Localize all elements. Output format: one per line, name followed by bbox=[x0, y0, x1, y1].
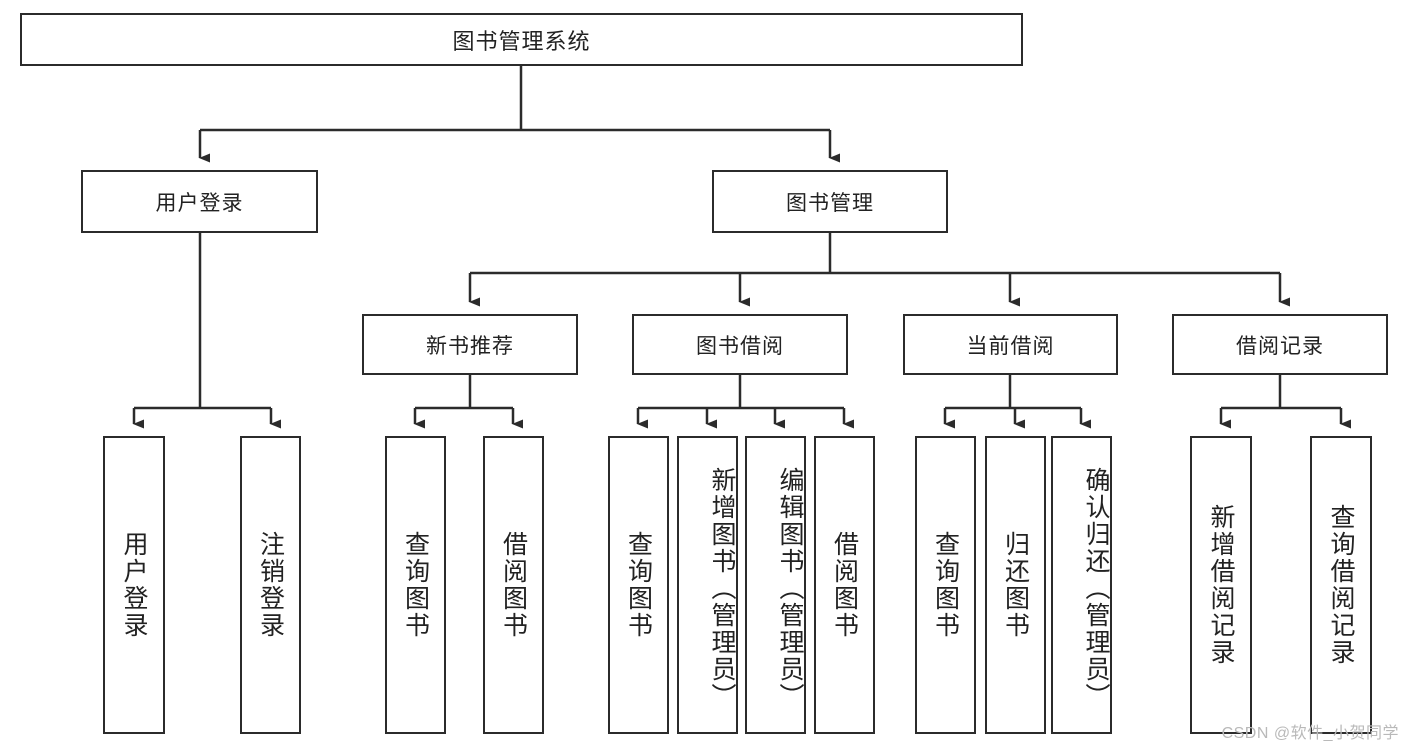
node-leaf-borrow-book-2[interactable]: 借阅图书 bbox=[814, 436, 875, 734]
node-leaf-add-book[interactable]: 新增图书（管理员） bbox=[677, 436, 738, 734]
node-leaf-query-book-3[interactable]: 查询图书 bbox=[915, 436, 976, 734]
node-label: 用户登录 bbox=[155, 191, 244, 215]
node-leaf-query-book-2[interactable]: 查询图书 bbox=[608, 436, 669, 734]
node-leaf-add-record[interactable]: 新增借阅记录 bbox=[1190, 436, 1252, 734]
node-leaf-user-login[interactable]: 用户登录 bbox=[103, 436, 165, 734]
node-leaf-user-logout[interactable]: 注销登录 bbox=[240, 436, 301, 734]
node-user-login[interactable]: 用户登录 bbox=[81, 170, 318, 233]
node-leaf-return-book[interactable]: 归还图书 bbox=[985, 436, 1046, 734]
node-label: 图书管理系统 bbox=[452, 28, 591, 54]
node-leaf-query-record[interactable]: 查询借阅记录 bbox=[1310, 436, 1372, 734]
node-label: 借阅图书 bbox=[830, 531, 859, 639]
node-label: 图书管理 bbox=[786, 191, 874, 215]
node-label: 查询借阅记录 bbox=[1327, 504, 1355, 666]
node-new-book-rec[interactable]: 新书推荐 bbox=[362, 314, 578, 375]
node-label: 用户登录 bbox=[120, 531, 148, 639]
node-label: 查询图书 bbox=[931, 531, 960, 639]
node-label: 新增借阅记录 bbox=[1207, 504, 1235, 666]
node-label: 归还图书 bbox=[1001, 531, 1030, 639]
node-label: 借阅记录 bbox=[1236, 334, 1324, 358]
node-label: 借阅图书 bbox=[499, 531, 528, 639]
node-label: 当前借阅 bbox=[966, 334, 1055, 358]
node-borrow-record[interactable]: 借阅记录 bbox=[1172, 314, 1388, 375]
node-label: 编辑图书（管理员） bbox=[776, 466, 804, 710]
node-book-borrow[interactable]: 图书借阅 bbox=[632, 314, 848, 375]
node-root-system[interactable]: 图书管理系统 bbox=[20, 13, 1023, 66]
node-leaf-borrow-book-1[interactable]: 借阅图书 bbox=[483, 436, 544, 734]
node-book-manage[interactable]: 图书管理 bbox=[712, 170, 948, 233]
node-label: 查询图书 bbox=[624, 531, 653, 639]
node-label: 图书借阅 bbox=[696, 334, 784, 358]
node-leaf-confirm-return[interactable]: 确认归还（管理员） bbox=[1051, 436, 1112, 734]
node-current-borrow[interactable]: 当前借阅 bbox=[903, 314, 1118, 375]
node-label: 查询图书 bbox=[401, 531, 430, 639]
node-leaf-query-book-1[interactable]: 查询图书 bbox=[385, 436, 446, 734]
node-label: 新增图书（管理员） bbox=[708, 466, 736, 710]
node-label: 新书推荐 bbox=[426, 334, 514, 358]
node-leaf-edit-book[interactable]: 编辑图书（管理员） bbox=[745, 436, 806, 734]
watermark-text: CSDN @软件_小贺同学 bbox=[1221, 725, 1399, 742]
node-label: 确认归还（管理员） bbox=[1082, 466, 1110, 710]
node-label: 注销登录 bbox=[256, 531, 285, 639]
